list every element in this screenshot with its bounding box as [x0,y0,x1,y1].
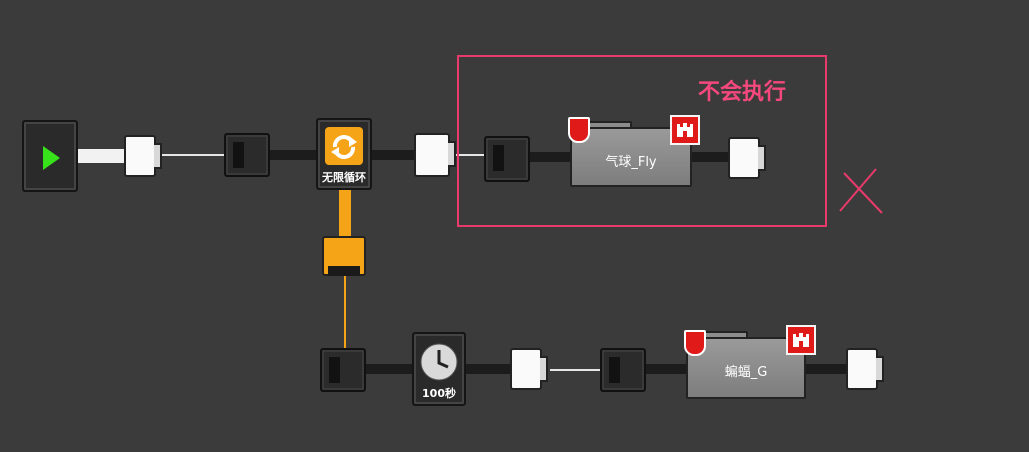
annotation-box [457,55,827,227]
folder-top-label: 气球_Fly [605,155,657,170]
wire-timer-plug [464,364,512,374]
loop-orange-wire [339,190,351,240]
loop-output-plug[interactable] [414,133,456,177]
annotation-cross [838,163,888,217]
wire-loop-plug [370,150,416,160]
wire-socket2-folder [528,152,572,162]
timer-block[interactable]: 100秒 [412,332,466,406]
loop-link-line [454,154,486,156]
folder-top-socket[interactable] [484,136,530,182]
loop-label: 无限循环 [322,171,366,184]
folder-bottom-plug[interactable] [846,348,884,390]
start-wire [76,149,126,163]
loop-icon [325,127,363,165]
timer-input-socket[interactable] [320,348,366,392]
loop-orange-plug[interactable] [322,236,366,276]
loop-block[interactable]: 无限循环 [316,118,372,190]
folder-top-castle-icon [670,115,700,145]
wire-folder2-plug [804,364,846,374]
start-link-line [162,154,226,156]
clock-icon [420,343,458,381]
start-block[interactable] [22,120,78,192]
folder-bottom-castle-icon [786,325,816,355]
folder-top-shield-icon [568,117,590,143]
folder-bottom-socket[interactable] [600,348,646,392]
folder-bottom-shield-icon [684,330,706,356]
timer-output-plug[interactable] [510,348,548,390]
wire-socket3-timer [362,364,416,374]
wire-folder-plug [690,152,730,162]
loop-input-socket[interactable] [224,133,270,177]
annotation-text: 不会执行 [698,80,787,105]
folder-top-plug[interactable] [728,137,766,179]
timer-link-line [550,369,604,371]
wire-socket1-loop [268,150,320,160]
start-plug[interactable] [124,135,162,177]
loop-orange-line [344,276,346,350]
folder-bottom-label: 蝙蝠_G [724,365,768,380]
wire-socket4-folder [644,364,688,374]
play-icon [43,146,60,170]
timer-label: 100秒 [422,387,456,400]
